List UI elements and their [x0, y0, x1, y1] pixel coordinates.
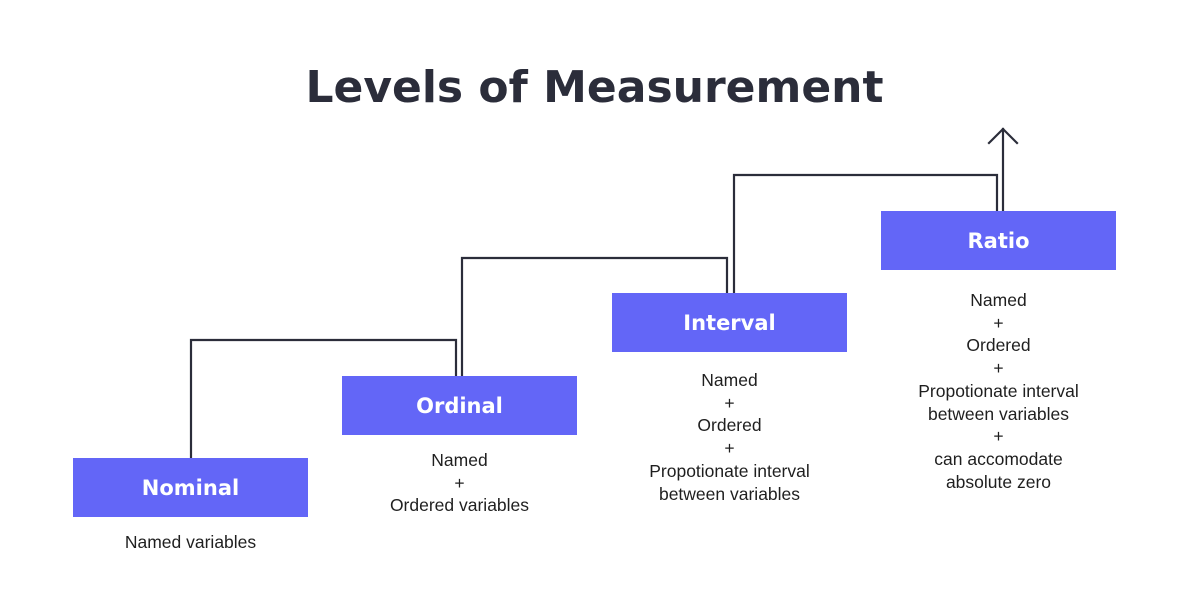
- level-box-ordinal: Ordinal: [342, 376, 577, 435]
- description-line: between variables: [927, 403, 1070, 424]
- diagram-title: Levels of Measurement: [305, 62, 884, 113]
- connector-interval-ratio: [732, 173, 999, 295]
- level-label-interval: Interval: [683, 310, 776, 335]
- description-line: absolute zero: [945, 471, 1052, 492]
- level-label-ordinal: Ordinal: [416, 393, 503, 418]
- description-line: Ordered: [697, 415, 762, 436]
- description-line: +: [724, 392, 735, 413]
- description-line: Ordered: [966, 335, 1031, 356]
- level-description-ratio: Named + Ordered + Propotionate interval …: [881, 289, 1116, 493]
- description-line: Named variables: [124, 532, 257, 552]
- description-line: +: [724, 438, 735, 459]
- level-box-nominal: Nominal: [73, 458, 308, 517]
- description-line: Ordered variables: [389, 495, 530, 516]
- level-box-interval: Interval: [612, 293, 847, 352]
- description-line: Propotionate interval: [918, 380, 1079, 401]
- description-line: Propotionate interval: [649, 460, 810, 481]
- connector-ordinal-interval: [460, 256, 729, 378]
- description-line: +: [993, 312, 1004, 333]
- level-description-interval: Named + Ordered + Propotionate interval …: [612, 369, 847, 505]
- level-label-nominal: Nominal: [141, 475, 240, 500]
- description-line: Named: [970, 290, 1027, 310]
- description-line: Named: [701, 370, 758, 390]
- description-line: between variables: [658, 483, 801, 504]
- level-description-nominal: Named variables: [73, 531, 308, 554]
- description-line: +: [993, 426, 1004, 447]
- level-label-ratio: Ratio: [967, 228, 1030, 253]
- up-arrow-icon: [987, 127, 1019, 145]
- description-line: Named: [431, 450, 488, 470]
- description-line: +: [454, 472, 465, 493]
- level-box-ratio: Ratio: [881, 211, 1116, 270]
- connector-nominal-ordinal: [189, 338, 458, 460]
- description-line: can accomodate: [934, 448, 1063, 469]
- level-description-ordinal: Named + Ordered variables: [342, 449, 577, 517]
- description-line: +: [993, 358, 1004, 379]
